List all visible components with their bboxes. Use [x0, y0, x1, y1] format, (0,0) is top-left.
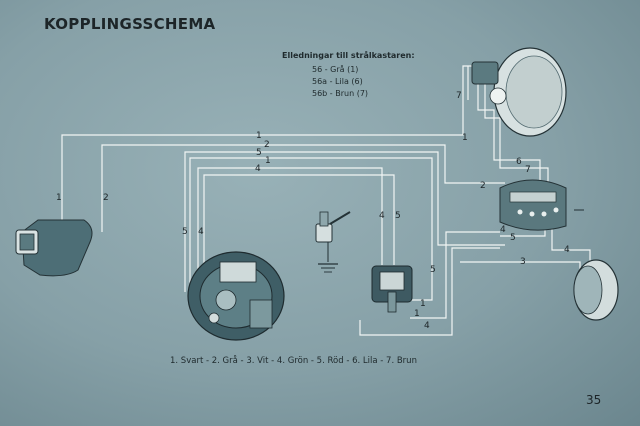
- legend-row: 56b - Brun (7): [312, 89, 369, 98]
- wire-label: 2: [480, 181, 486, 191]
- wire-label: 4: [424, 321, 430, 331]
- wire-label: 1: [420, 299, 426, 309]
- legend-header: Elledningar till strålkastaren:: [282, 51, 415, 60]
- legend-row: 56 - Grå (1): [312, 65, 359, 74]
- front-light-unit: [15, 219, 93, 277]
- wire-4-gron-b: [359, 247, 500, 336]
- wire-harness: [61, 65, 591, 336]
- wire-5-rod: [184, 151, 505, 292]
- wire-4-gron-tail: [551, 226, 591, 262]
- wire-1-svart: [61, 65, 478, 232]
- legend-row: 56a - Lila (6): [312, 77, 363, 86]
- spark-plug: [315, 211, 351, 273]
- wire-label: 4: [564, 245, 570, 255]
- wire-label: 4: [379, 211, 385, 221]
- wire-label: 7: [456, 91, 462, 101]
- page-title: KOPPLINGSSCHEMA: [44, 15, 216, 33]
- wire-label: 5: [510, 233, 516, 243]
- headlamp: [471, 47, 567, 137]
- light-switch-junction: [499, 179, 567, 231]
- wire-label: 3: [520, 257, 526, 267]
- wire-label: 4: [500, 225, 506, 235]
- headlamp-wire-legend: Elledningar till strålkastaren: 56 - Grå…: [282, 50, 415, 100]
- page-number: 35: [586, 393, 602, 407]
- wire-number-labels: 1 2 1 2 5 1 4 5 4 4 5 7 1 6 7 2 4 5 4 3 …: [56, 91, 570, 331]
- wire-label: 5: [395, 211, 401, 221]
- wire-2-gra: [101, 144, 505, 232]
- wire-label: 2: [264, 140, 270, 150]
- wire-1-svart-b: [189, 157, 433, 301]
- wire-label: 1: [265, 156, 271, 166]
- tail-light: [573, 259, 619, 321]
- wire-5-rod-c: [410, 231, 500, 319]
- wire-label: 4: [198, 227, 204, 237]
- wire-label: 4: [255, 164, 261, 174]
- wire-label: 1: [56, 193, 62, 203]
- wire-label: 5: [256, 148, 262, 158]
- wire-label: 7: [525, 165, 531, 175]
- wire-label: 6: [516, 157, 522, 167]
- wire-color-key: 1. Svart - 2. Grå - 3. Vit - 4. Grön - 5…: [170, 356, 417, 366]
- wire-label: 2: [103, 193, 109, 203]
- wire-label: 1: [462, 133, 468, 143]
- wire-4-gron: [197, 167, 383, 292]
- magneto-generator: [187, 251, 285, 341]
- wire-5-rod-b: [203, 174, 395, 292]
- wire-6-lila: [477, 72, 541, 182]
- wire-7-brun: [484, 80, 549, 182]
- wire-label: 5: [182, 227, 188, 237]
- wire-label: 5: [430, 265, 436, 275]
- ignition-coil: [371, 265, 413, 313]
- wire-label: 1: [414, 309, 420, 319]
- wire-label: 1: [256, 131, 262, 141]
